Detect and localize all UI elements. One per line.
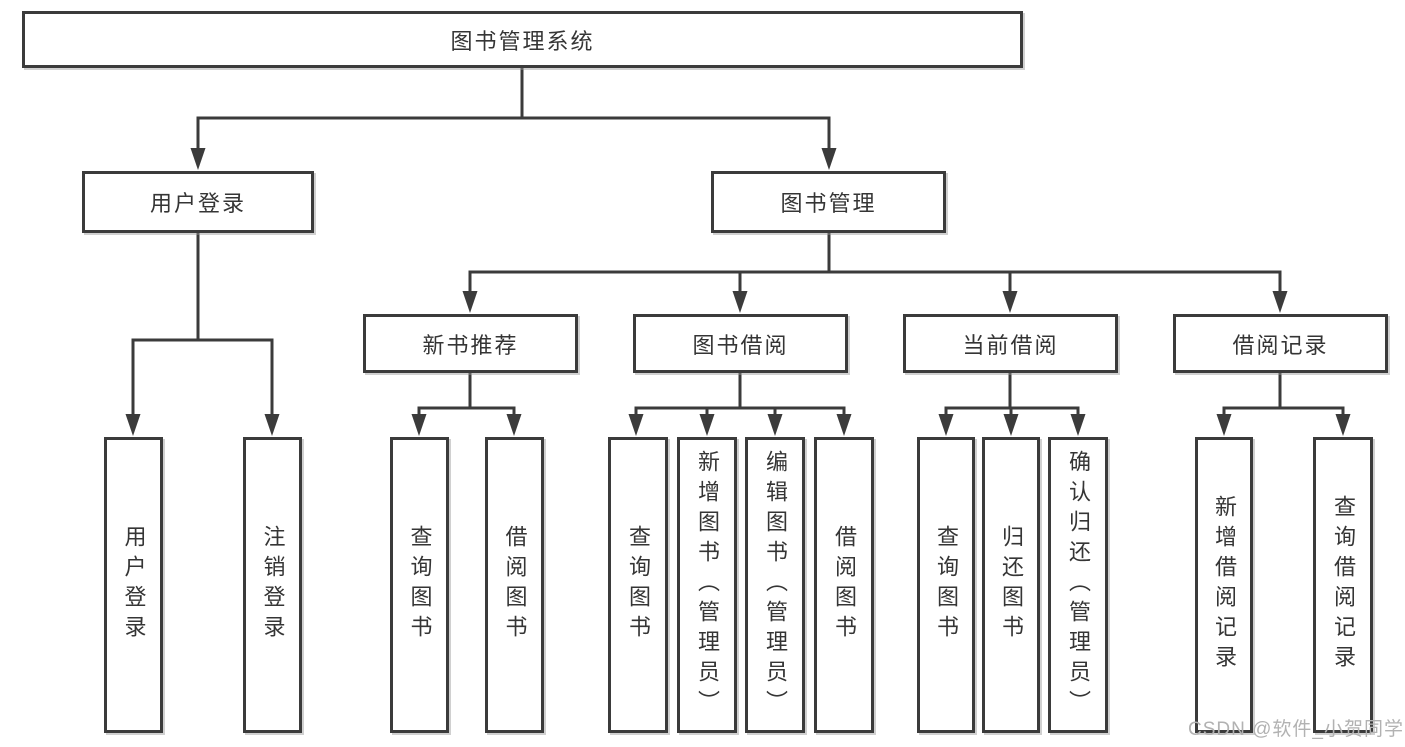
arrowhead-icon [1003,414,1019,436]
arrowhead-icon [767,414,783,436]
arrowhead-icon [1272,291,1288,313]
node-recommend-borrow-book: 借阅图书 [485,437,544,733]
arrowhead-icon [462,291,478,313]
arrowhead-icon [628,414,644,436]
node-borrow-query-book: 查询图书 [608,437,668,733]
node-confirm-return-admin: 确认归还（管理员） [1048,437,1108,733]
arrowhead-icon [732,291,748,313]
node-book-borrow: 图书借阅 [633,314,848,373]
arrowhead-icon [125,414,141,436]
node-current-query-book: 查询图书 [917,437,975,733]
arrowhead-icon [1002,291,1018,313]
watermark: CSDN @软件_小贺同学 [1188,719,1404,740]
node-book-management: 图书管理 [711,171,946,233]
arrowhead-icon [938,414,954,436]
arrowhead-icon [506,414,522,436]
node-library-management-system: 图书管理系统 [22,11,1023,68]
node-recommend-query-book: 查询图书 [390,437,449,733]
node-logout: 注销登录 [243,437,302,733]
arrowhead-icon [1335,414,1351,436]
arrowhead-icon [1216,414,1232,436]
node-borrow-records: 借阅记录 [1173,314,1388,373]
node-add-book-admin: 新增图书（管理员） [677,437,737,733]
node-borrow-book: 借阅图书 [814,437,874,733]
node-query-borrow-record: 查询借阅记录 [1313,437,1373,733]
node-user-login: 用户登录 [104,437,163,733]
arrowhead-icon [190,148,206,170]
arrowhead-icon [1070,414,1086,436]
node-current-borrow: 当前借阅 [903,314,1118,373]
arrowhead-icon [411,414,427,436]
arrowhead-icon [699,414,715,436]
arrowhead-icon [836,414,852,436]
arrowhead-icon [264,414,280,436]
node-add-borrow-record: 新增借阅记录 [1195,437,1253,733]
node-user-login-module: 用户登录 [82,171,314,233]
node-return-book: 归还图书 [982,437,1040,733]
node-edit-book-admin: 编辑图书（管理员） [745,437,805,733]
arrowhead-icon [821,148,837,170]
node-new-book-recommend: 新书推荐 [363,314,578,373]
